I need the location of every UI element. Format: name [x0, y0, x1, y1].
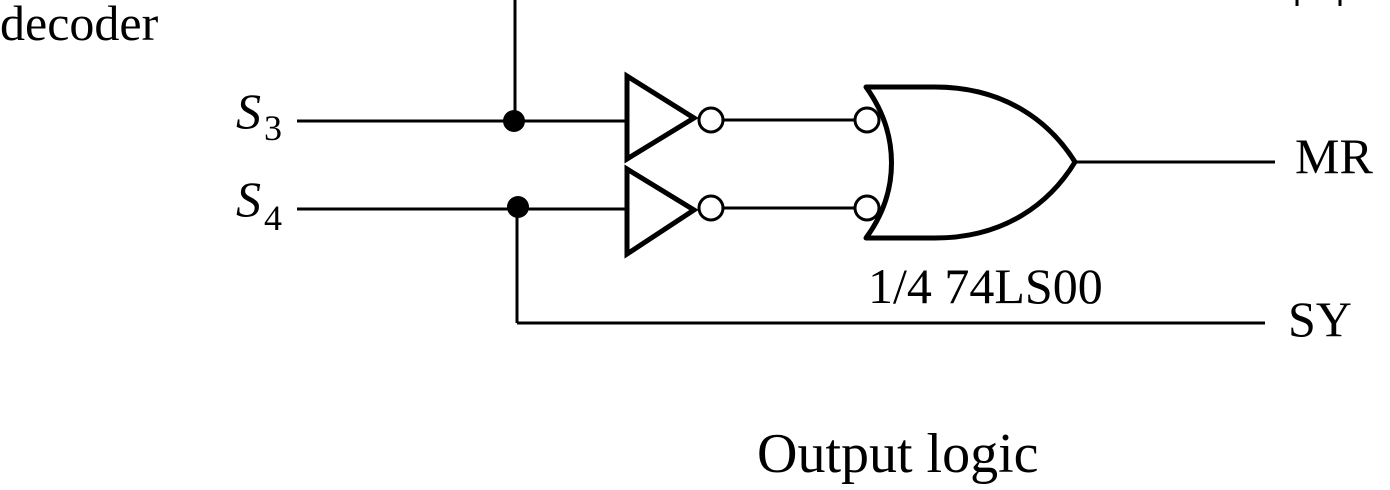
- s4-subscript: 4: [264, 198, 282, 238]
- s3-label: S: [236, 83, 261, 139]
- caption: Output logic: [757, 423, 1039, 485]
- gate-input-bubble-1: [853, 106, 881, 134]
- inverter-s3: [624, 71, 699, 164]
- s4-label: S: [236, 171, 261, 227]
- clipped-top-glyph: [1295, 0, 1342, 6]
- mr-label: MR: [1295, 128, 1373, 184]
- s3-subscript: 3: [264, 108, 282, 148]
- or-gate-nand: [863, 84, 1078, 241]
- chip-label: 1/4 74LS00: [868, 258, 1103, 314]
- decoder-label: decoder: [0, 0, 159, 51]
- junction-dot-s3: [503, 110, 525, 132]
- gate-input-bubble-2: [853, 194, 881, 222]
- inverter-s3-bubble: [697, 106, 725, 134]
- inverter-s4: [624, 164, 699, 259]
- sy-label: SY: [1288, 291, 1352, 347]
- inverter-s4-bubble: [697, 194, 725, 222]
